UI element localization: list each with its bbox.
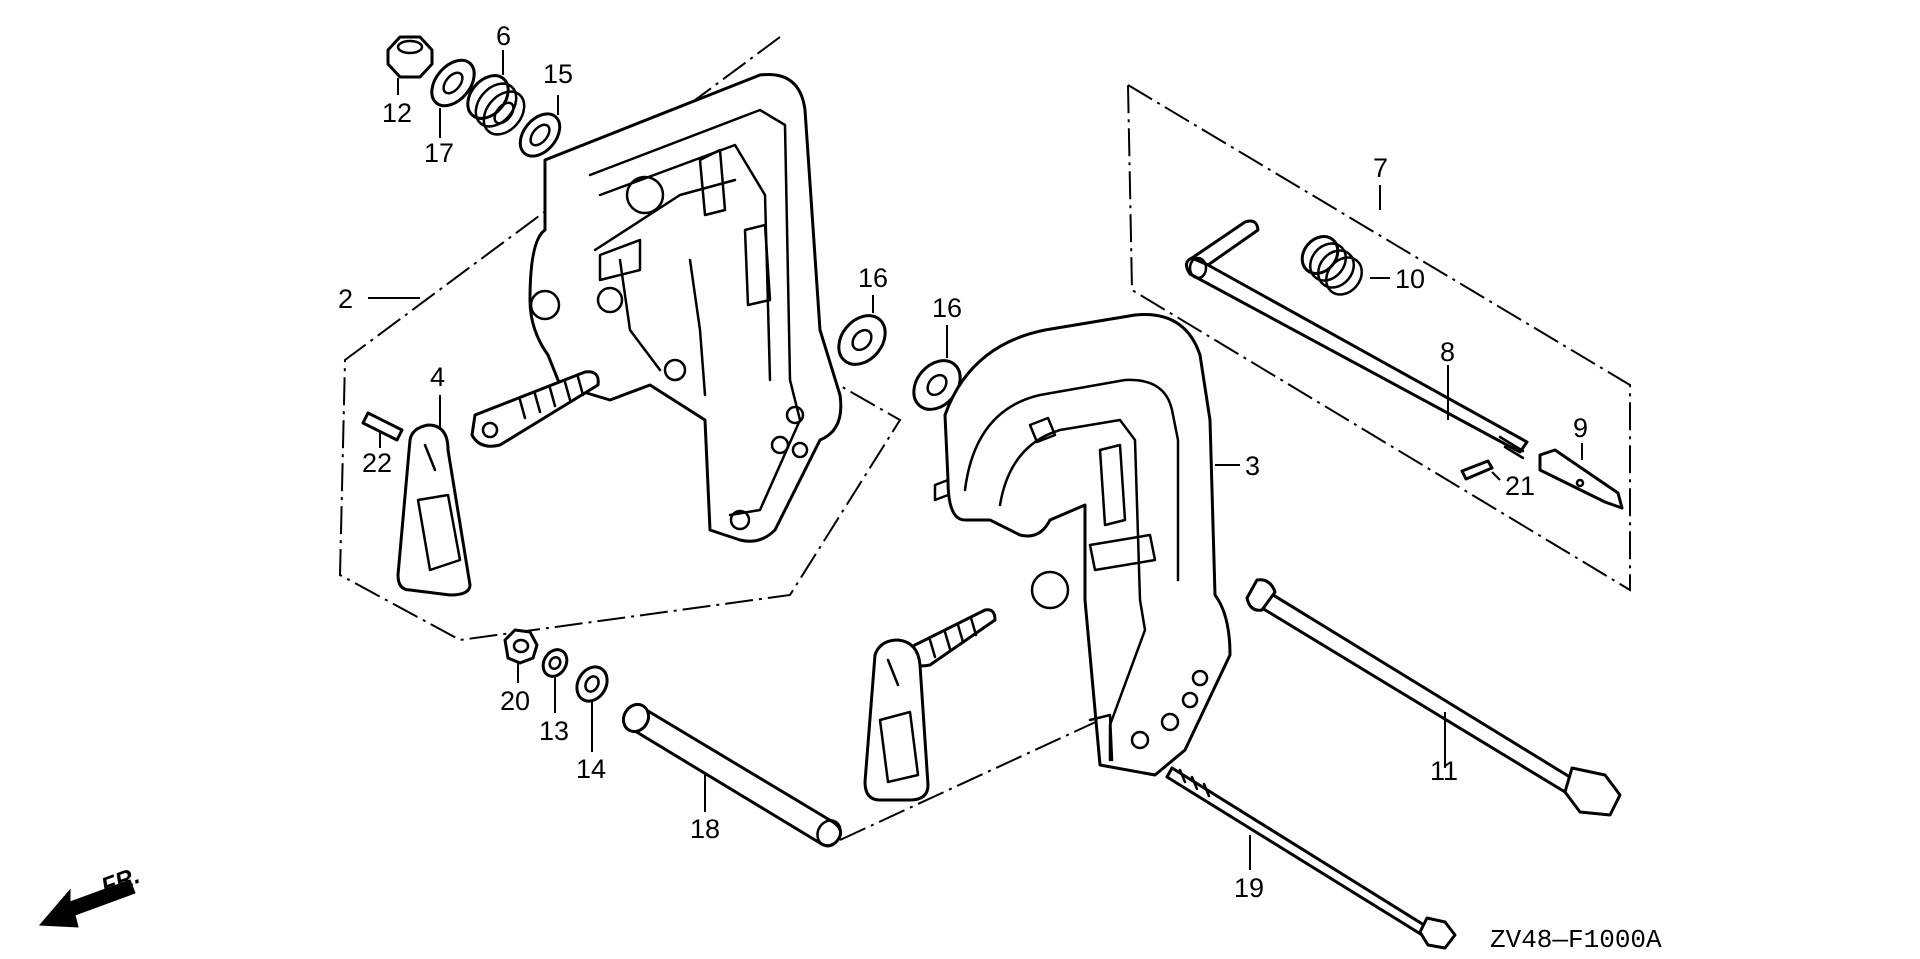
callout-11: 11 xyxy=(1430,756,1458,786)
callout-21: 21 xyxy=(1505,471,1535,501)
callout-8: 8 xyxy=(1440,337,1455,367)
spring-6 xyxy=(466,74,526,136)
callout-14: 14 xyxy=(576,754,606,784)
right-clamp-handle xyxy=(863,638,930,802)
tilt-lever-7 xyxy=(1185,219,1529,454)
plate-9 xyxy=(1538,448,1624,510)
callout-10: 10 xyxy=(1395,264,1425,294)
callout-16-left: 16 xyxy=(858,263,888,293)
callout-13: 13 xyxy=(539,716,569,746)
callout-2: 2 xyxy=(338,284,353,314)
nut-12 xyxy=(386,35,434,79)
spring-10 xyxy=(1300,235,1364,296)
arrow-left-icon xyxy=(38,879,136,928)
callout-16-right: 16 xyxy=(932,293,962,323)
callout-18: 18 xyxy=(690,814,720,844)
washer-13 xyxy=(541,648,569,678)
bolt-11 xyxy=(1245,578,1622,817)
callout-3: 3 xyxy=(1245,451,1260,481)
callout-17: 17 xyxy=(424,138,454,168)
callout-20: 20 xyxy=(500,686,530,716)
callout-22: 22 xyxy=(362,448,392,478)
callout-6: 6 xyxy=(496,21,511,51)
direction-label: FR. xyxy=(98,862,144,901)
left-assembly-boundary xyxy=(338,36,902,642)
pin-21 xyxy=(1460,459,1494,481)
callout-19: 19 xyxy=(1234,873,1264,903)
pin-22 xyxy=(361,411,404,442)
washer-14 xyxy=(575,665,609,703)
front-direction-arrow: FR. xyxy=(38,862,144,928)
lower-assembly-boundary xyxy=(839,719,1101,841)
left-clamp-screw xyxy=(470,370,600,448)
washer-16-left xyxy=(837,314,887,366)
washer-15 xyxy=(518,112,562,158)
drawing-code: ZV48—F1000A xyxy=(1490,925,1662,955)
callout-15: 15 xyxy=(543,59,573,89)
right-stern-bracket xyxy=(933,313,1232,777)
right-assembly-boundary xyxy=(1126,83,1631,592)
shaft-8 xyxy=(1498,435,1525,460)
callout-12: 12 xyxy=(382,98,412,128)
bolt-19 xyxy=(1165,766,1457,950)
left-clamp-handle xyxy=(396,423,472,597)
left-stern-bracket xyxy=(528,72,843,543)
washer-17 xyxy=(430,58,476,108)
callout-7: 7 xyxy=(1373,153,1388,183)
nut-20 xyxy=(503,628,539,665)
washer-16-right xyxy=(912,359,962,411)
tube-18 xyxy=(621,702,843,848)
callout-4: 4 xyxy=(430,362,445,392)
leader-21 xyxy=(1491,471,1501,481)
callout-9: 9 xyxy=(1573,413,1588,443)
